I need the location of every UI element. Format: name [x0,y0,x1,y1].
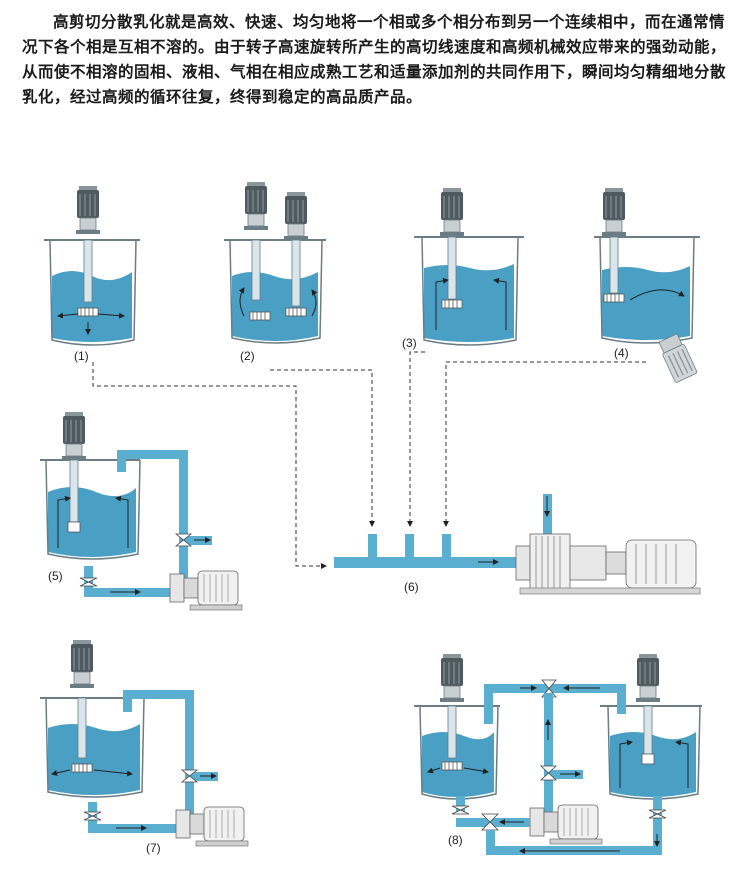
label-3: (3) [402,336,417,350]
diagram-8-twin-loop: (8) [414,653,702,855]
diagram-7-loop: (7) [40,639,249,855]
feed-lines [92,351,646,569]
diagram-6-inline: (6) [334,494,701,595]
diagram-5-loop: (5) [40,411,243,611]
diagram-3-tank: (3) [402,187,524,350]
label-5: (5) [48,569,63,583]
label-8: (8) [448,833,463,847]
intro-paragraph: 高剪切分散乳化就是高效、快速、均匀地将一个相或多个相分布到另一个连续相中，而在通… [22,13,727,106]
label-2: (2) [240,349,255,363]
label-4: (4) [614,346,629,360]
label-6: (6) [404,580,419,594]
diagram-1-tank: (1) [44,185,140,363]
diagram-2-tank: (2) [224,181,326,363]
diagram-4-tank: (4) [594,187,700,383]
label-1: (1) [74,349,89,363]
label-7: (7) [146,841,161,855]
